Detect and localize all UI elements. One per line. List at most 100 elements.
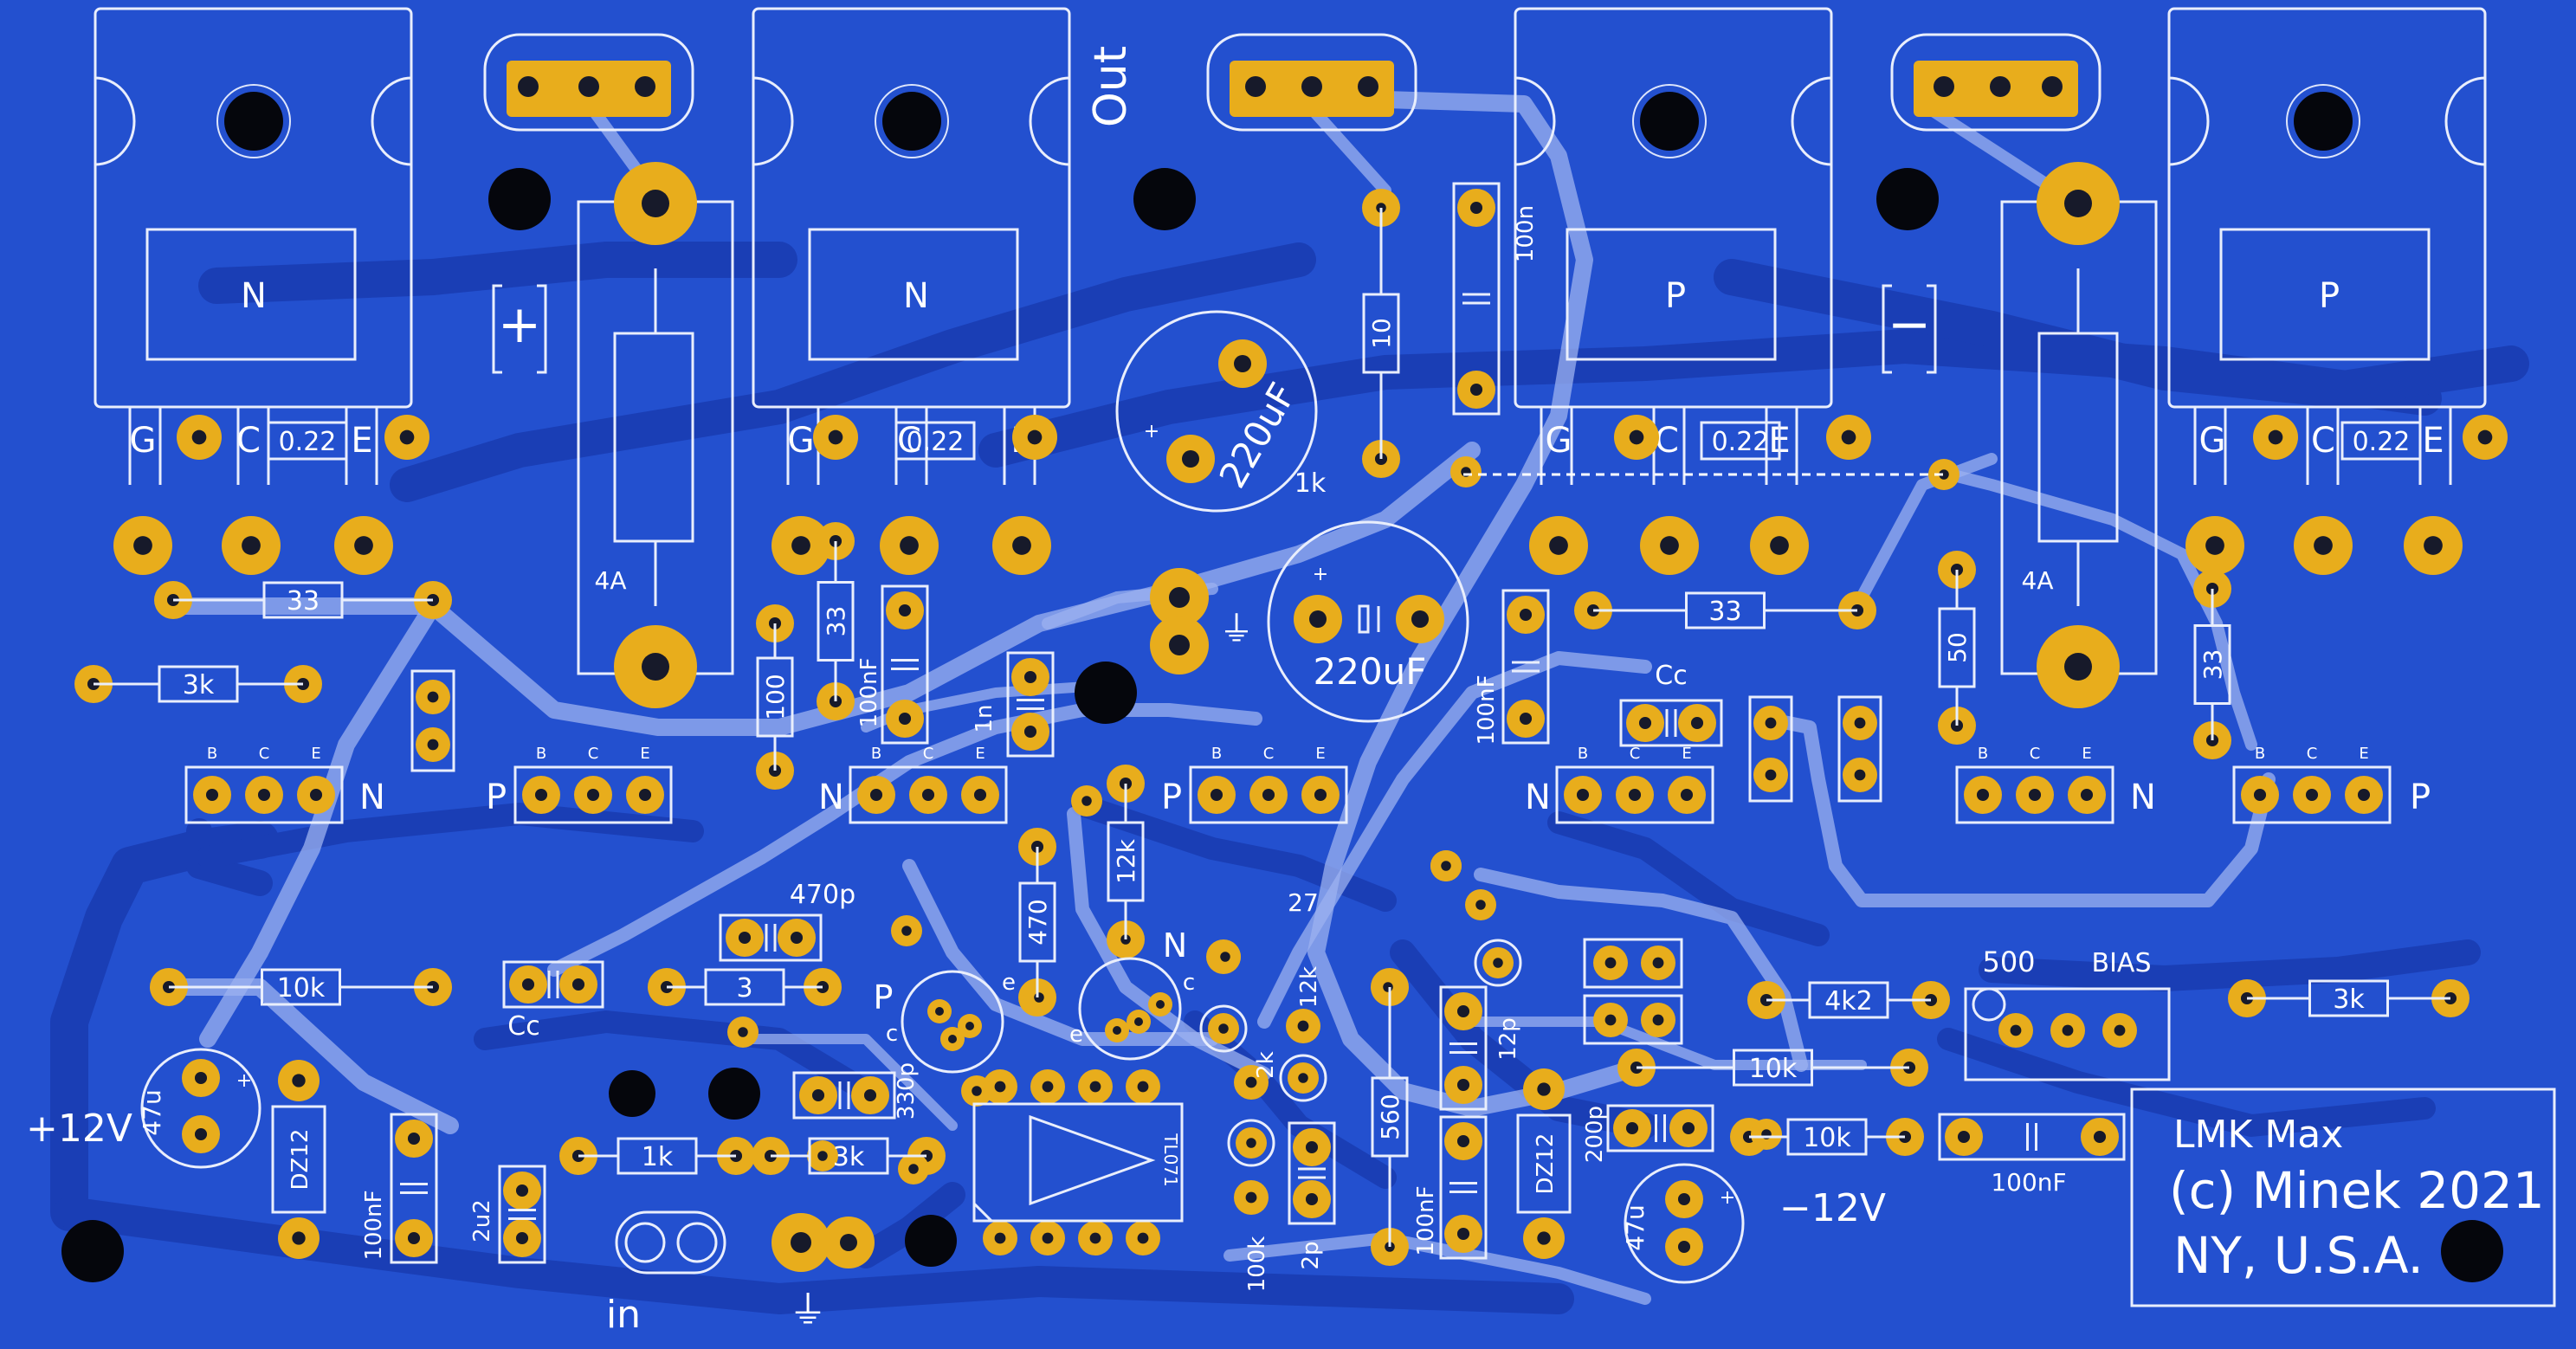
drill-hole — [2080, 788, 2094, 802]
drill-hole — [1537, 1231, 1551, 1245]
bias-label: BIAS — [2092, 948, 2152, 978]
drill-hole — [2010, 1024, 2022, 1036]
cap-cc-label: Cc — [507, 1011, 539, 1042]
fuse-polarity: + — [498, 294, 541, 355]
cap-12p-label: 12p — [1495, 1017, 1521, 1061]
small-transistor-n: N e c — [1069, 926, 1195, 1061]
resistor-33 — [1685, 591, 1766, 629]
drill-hole — [1854, 717, 1866, 729]
drill-hole — [1604, 1014, 1617, 1026]
drill-hole — [738, 931, 752, 945]
drill-hole — [407, 1132, 421, 1146]
driver-transistor-outline — [513, 765, 673, 824]
drill-hole — [571, 978, 585, 991]
resistor-4k2 — [1808, 981, 1889, 1019]
pin-b-label: B — [2255, 745, 2265, 763]
pin-c-label: C — [259, 745, 270, 763]
drill-hole — [1297, 1020, 1309, 1032]
pin-e-label: E — [640, 745, 649, 763]
resistor-3 — [704, 968, 785, 1006]
power-transistor-4: P — [2167, 7, 2487, 485]
drill-hole — [1245, 1191, 1257, 1204]
small-e-label: e — [1002, 970, 1016, 996]
drill-hole — [908, 1164, 919, 1174]
driver-transistor-outline — [1189, 765, 1348, 824]
resistor-10 — [1362, 293, 1400, 374]
drill-hole — [1023, 725, 1037, 739]
zener-label: DZ12 — [1533, 1133, 1559, 1195]
drill-hole — [994, 1081, 1006, 1093]
small-e-label: e — [1069, 1022, 1083, 1048]
cap-plus: + — [236, 1070, 252, 1092]
resistor-10k-label: 10k — [277, 973, 326, 1004]
out-label: Out — [1085, 46, 1137, 127]
pin-c-label: C — [2030, 745, 2041, 763]
bias-trimmer[interactable]: 500 BIAS — [1964, 946, 2171, 1081]
drill-hole — [1682, 1121, 1695, 1135]
drill-hole — [2028, 788, 2042, 802]
drill-hole — [1680, 788, 1694, 802]
pin-c-label: C — [923, 745, 934, 763]
resistor-10k — [1786, 1118, 1868, 1156]
drill-hole — [898, 604, 912, 617]
mounting-holes — [61, 168, 2503, 1282]
drill-hole — [1549, 536, 1568, 555]
power-transistor-type: P — [1665, 276, 1686, 316]
drill-hole — [901, 926, 912, 936]
component-pads — [74, 189, 2508, 1266]
resistor-3k — [808, 1137, 889, 1175]
power-transistor-type: P — [2319, 276, 2340, 316]
minus12-label: −12V — [1779, 1186, 1886, 1230]
drill-hole — [2477, 429, 2493, 445]
drill-hole — [1976, 788, 1990, 802]
drill-hole — [2357, 788, 2371, 802]
drill-hole — [791, 536, 810, 555]
drill-hole — [407, 1231, 421, 1245]
drill-hole — [817, 1151, 828, 1161]
drill-hole — [994, 1232, 1006, 1244]
cap-47u-left: + 47u — [138, 1048, 261, 1169]
cap-100nf-label: 100nF — [1991, 1168, 2066, 1197]
drill-hole — [1625, 1121, 1639, 1135]
small-n-label: N — [1163, 926, 1187, 965]
gce-labels: G C E 0.22 G C E 0.22 G C E 0.22 G C E 0… — [130, 421, 2444, 461]
cap-plus: + — [1144, 421, 1159, 442]
resistor-1k — [617, 1137, 698, 1175]
resistor-560-label: 560 — [1376, 1094, 1404, 1139]
drill-hole — [1690, 716, 1704, 730]
drill-hole — [1042, 1081, 1054, 1093]
resistor-4k2-label: 4k2 — [1824, 986, 1873, 1017]
driver-transistor-outline — [1555, 765, 1714, 824]
resistor-3k-label: 3k — [2333, 984, 2365, 1015]
re-resistor-label: 0.22 — [907, 427, 965, 457]
drill-hole — [1210, 788, 1223, 802]
title-line-2: (c) Minek 2021 — [2169, 1161, 2545, 1220]
fuse-rating: 4A — [2022, 566, 2054, 595]
cap-value: 220uF — [1314, 650, 1427, 693]
drill-hole — [921, 788, 935, 802]
cap-100nf-label: 100nF — [1474, 674, 1500, 745]
cap-plus: + — [1313, 564, 1328, 585]
pin-c-label: C — [236, 421, 261, 461]
drill-hole — [1081, 796, 1092, 806]
drill-hole — [738, 1027, 748, 1037]
drill-hole — [900, 536, 919, 555]
resistor-10k-label: 10k — [1803, 1123, 1851, 1153]
resistor-50 — [1938, 607, 1976, 688]
small-p-label: P — [874, 978, 894, 1017]
drill-hole — [1034, 992, 1044, 1003]
drill-hole — [1469, 383, 1483, 397]
drill-hole — [1023, 670, 1037, 684]
drill-hole — [1027, 429, 1043, 445]
drill-hole — [1220, 952, 1230, 962]
resistor-2k-label: 2k — [1253, 1051, 1279, 1079]
cap-value: 47u — [1621, 1204, 1650, 1250]
drill-hole — [1456, 1227, 1470, 1241]
drill-hole — [1012, 536, 1031, 555]
pin-c-label: C — [1630, 745, 1641, 763]
ground-post: ⏚ — [1150, 568, 1254, 674]
cap-100nf-label: 100nF — [1413, 1185, 1439, 1255]
drill-hole — [1628, 788, 1642, 802]
resistor-3k-label: 3k — [833, 1142, 865, 1172]
